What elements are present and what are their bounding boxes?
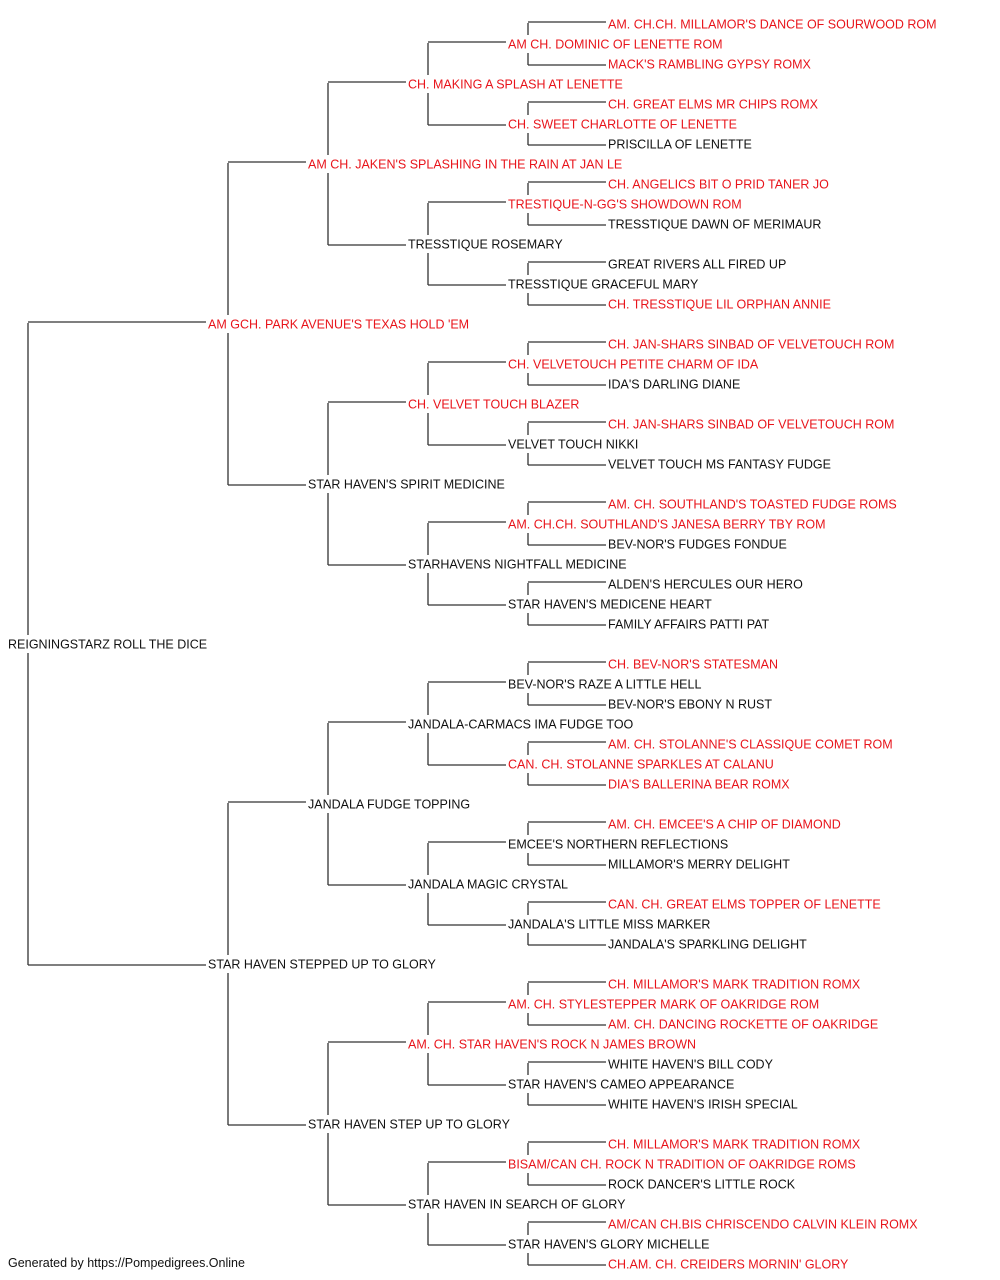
pedigree-name-dsss: BEV-NOR'S RAZE A LITTLE HELL (508, 677, 701, 691)
pedigree-name-dssdd: DIA'S BALLERINA BEAR ROMX (608, 777, 790, 791)
pedigree-name-sdsds: CH. JAN-SHARS SINBAD OF VELVETOUCH ROM (608, 417, 894, 431)
pedigree-name-sssd: CH. SWEET CHARLOTTE OF LENETTE (508, 117, 737, 131)
pedigree-name-ssdsd: TRESSTIQUE DAWN OF MERIMAUR (608, 217, 821, 231)
pedigree-name-ssd: TRESSTIQUE ROSEMARY (408, 237, 563, 251)
pedigree-name-ddsd: STAR HAVEN'S CAMEO APPEARANCE (508, 1077, 734, 1091)
pedigree-name-sssdd: PRISCILLA OF LENETTE (608, 137, 752, 151)
pedigree-name-dsssd: BEV-NOR'S EBONY N RUST (608, 697, 772, 711)
pedigree-name-ddddd: CH.AM. CH. CREIDERS MORNIN' GLORY (608, 1257, 849, 1271)
pedigree-name-sdsss: CH. JAN-SHARS SINBAD OF VELVETOUCH ROM (608, 337, 894, 351)
pedigree-name-ddd: STAR HAVEN IN SEARCH OF GLORY (408, 1197, 626, 1211)
pedigree-name-sd: STAR HAVEN'S SPIRIT MEDICINE (308, 477, 505, 491)
pedigree-name-dssds: AM. CH. STOLANNE'S CLASSIQUE COMET ROM (608, 737, 893, 751)
footer-credit: Generated by https://Pompedigrees.Online (8, 1256, 245, 1270)
pedigree-name-sdddd: FAMILY AFFAIRS PATTI PAT (608, 617, 770, 631)
pedigree-name-sdd: STARHAVENS NIGHTFALL MEDICINE (408, 557, 627, 571)
pedigree-name-dddsd: ROCK DANCER'S LITTLE ROCK (608, 1177, 796, 1191)
pedigree-name-dd: STAR HAVEN STEP UP TO GLORY (308, 1117, 511, 1131)
pedigree-name-sddds: ALDEN'S HERCULES OUR HERO (608, 577, 803, 591)
pedigree-name-dsdds: CAN. CH. GREAT ELMS TOPPER OF LENETTE (608, 897, 881, 911)
pedigree-name-sssss: AM. CH.CH. MILLAMOR'S DANCE OF SOURWOOD … (608, 17, 937, 31)
pedigree-name-sddsd: BEV-NOR'S FUDGES FONDUE (608, 537, 787, 551)
pedigree-name-sdss: CH. VELVETOUCH PETITE CHARM OF IDA (508, 357, 759, 371)
pedigree-name-dddds: AM/CAN CH.BIS CHRISCENDO CALVIN KLEIN RO… (608, 1217, 918, 1231)
pedigree-name-dsd: JANDALA MAGIC CRYSTAL (408, 877, 568, 891)
pedigree-name-ssdd: TRESSTIQUE GRACEFUL MARY (508, 277, 699, 291)
pedigree-name-ddss: AM. CH. STYLESTEPPER MARK OF OAKRIDGE RO… (508, 997, 819, 1011)
pedigree-name-dddd: STAR HAVEN'S GLORY MICHELLE (508, 1237, 710, 1251)
pedigree-name-dss: JANDALA-CARMACS IMA FUDGE TOO (408, 717, 634, 731)
pedigree-name-dssss: CH. BEV-NOR'S STATESMAN (608, 657, 778, 671)
pedigree-name-dsdsd: MILLAMOR'S MERRY DELIGHT (608, 857, 790, 871)
pedigree-name-dsdd: JANDALA'S LITTLE MISS MARKER (508, 917, 710, 931)
pedigree-name-ss: AM CH. JAKEN'S SPLASHING IN THE RAIN AT … (308, 157, 622, 171)
pedigree-name-ddsdd: WHITE HAVEN'S IRISH SPECIAL (608, 1097, 798, 1111)
pedigree-name-dddss: CH. MILLAMOR'S MARK TRADITION ROMX (608, 1137, 861, 1151)
pedigree-name-ssdss: CH. ANGELICS BIT O PRID TANER JO (608, 177, 829, 191)
pedigree-name-subject: REIGNINGSTARZ ROLL THE DICE (8, 637, 207, 651)
pedigree-name-ds: JANDALA FUDGE TOPPING (308, 797, 470, 811)
pedigree-name-s: AM GCH. PARK AVENUE'S TEXAS HOLD 'EM (208, 317, 469, 331)
pedigree-name-ddsds: WHITE HAVEN'S BILL CODY (608, 1057, 774, 1071)
pedigree-name-sdds: AM. CH.CH. SOUTHLAND'S JANESA BERRY TBY … (508, 517, 826, 531)
pedigree-name-sdsdd: VELVET TOUCH MS FANTASY FUDGE (608, 457, 831, 471)
pedigree-name-dsdss: AM. CH. EMCEE'S A CHIP OF DIAMOND (608, 817, 841, 831)
pedigree-name-sdssd: IDA'S DARLING DIANE (608, 377, 740, 391)
pedigree-name-sds: CH. VELVET TOUCH BLAZER (408, 397, 579, 411)
pedigree-name-ssss: AM CH. DOMINIC OF LENETTE ROM (508, 37, 723, 51)
pedigree-name-dsds: EMCEE'S NORTHERN REFLECTIONS (508, 837, 728, 851)
pedigree-name-ssddd: CH. TRESSTIQUE LIL ORPHAN ANNIE (608, 297, 831, 311)
pedigree-name-sss: CH. MAKING A SPLASH AT LENETTE (408, 77, 623, 91)
pedigree-name-dds: AM. CH. STAR HAVEN'S ROCK N JAMES BROWN (408, 1037, 696, 1051)
pedigree-name-dssd: CAN. CH. STOLANNE SPARKLES AT CALANU (508, 757, 774, 771)
pedigree-name-sdsd: VELVET TOUCH NIKKI (508, 437, 638, 451)
pedigree-name-sssds: CH. GREAT ELMS MR CHIPS ROMX (608, 97, 819, 111)
pedigree-name-d: STAR HAVEN STEPPED UP TO GLORY (208, 957, 437, 971)
pedigree-name-ddssd: AM. CH. DANCING ROCKETTE OF OAKRIDGE (608, 1017, 878, 1031)
pedigree-name-sddss: AM. CH. SOUTHLAND'S TOASTED FUDGE ROMS (608, 497, 897, 511)
pedigree-name-ddds: BISAM/CAN CH. ROCK N TRADITION OF OAKRID… (508, 1157, 856, 1171)
pedigree-name-dsddd: JANDALA'S SPARKLING DELIGHT (608, 937, 807, 951)
pedigree-name-ssdds: GREAT RIVERS ALL FIRED UP (608, 257, 786, 271)
pedigree-name-sddd: STAR HAVEN'S MEDICENE HEART (508, 597, 712, 611)
pedigree-name-ddsss: CH. MILLAMOR'S MARK TRADITION ROMX (608, 977, 861, 991)
pedigree-name-ssds: TRESTIQUE-N-GG'S SHOWDOWN ROM (508, 197, 742, 211)
pedigree-name-ssssd: MACK'S RAMBLING GYPSY ROMX (608, 57, 812, 71)
